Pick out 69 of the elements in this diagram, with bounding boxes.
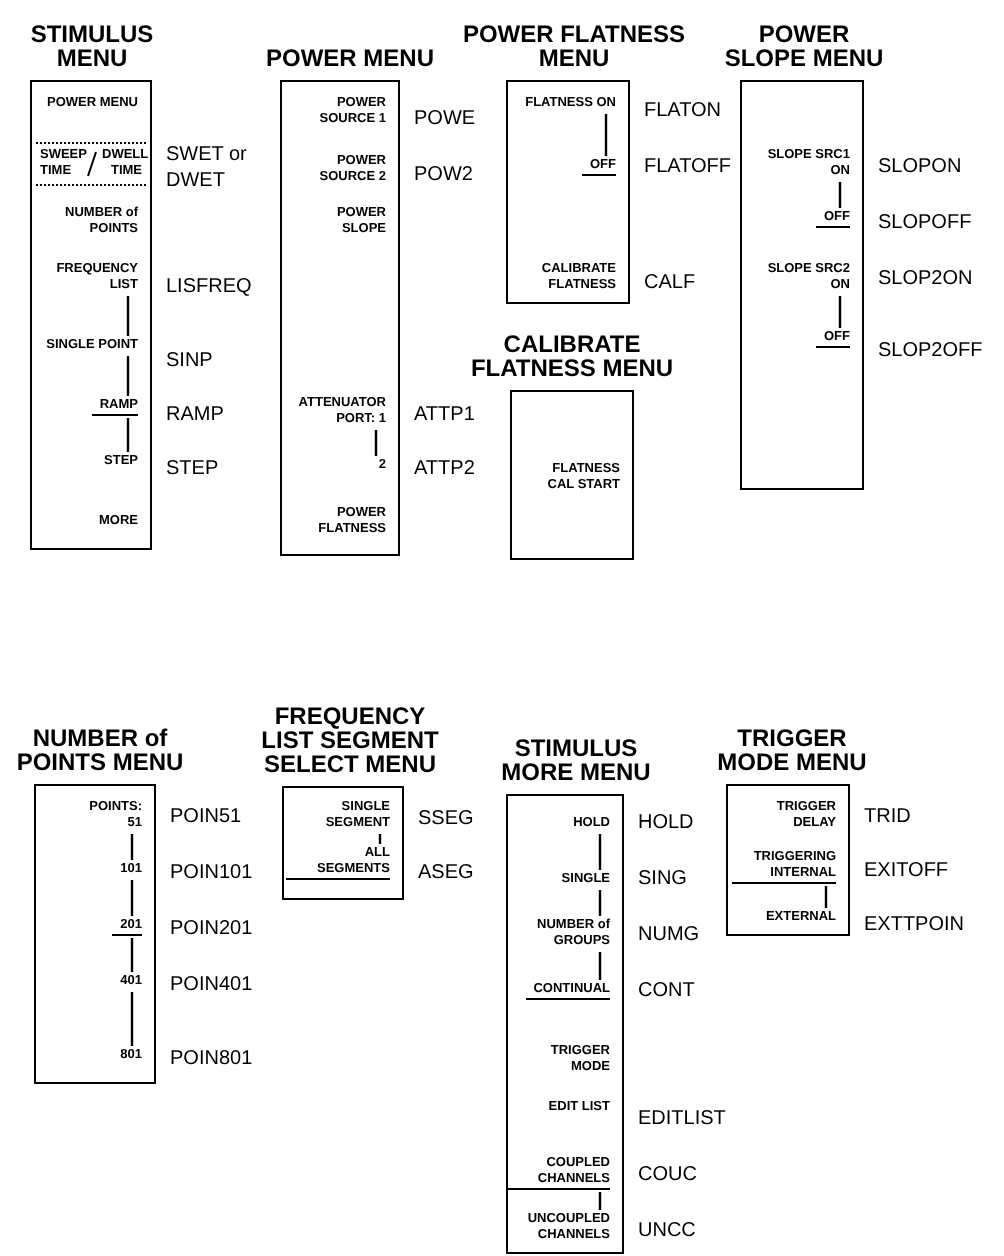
softkey-label bbox=[286, 846, 390, 880]
mnemonic: POIN401 bbox=[170, 972, 255, 998]
menu-title: POWER MENU bbox=[264, 46, 436, 70]
dotted-softkey-group bbox=[36, 142, 146, 186]
connector-line bbox=[130, 880, 134, 916]
mnemonic: SWET or DWET bbox=[166, 142, 249, 194]
mnemonic: NUMG bbox=[638, 922, 702, 948]
mnemonic: CALF bbox=[644, 270, 698, 296]
menu-title: CALIBRATE FLATNESS MENU bbox=[468, 332, 676, 380]
mnemonic: ASEG bbox=[418, 860, 476, 886]
mnemonic: COUC bbox=[638, 1162, 699, 1188]
mnemonic: CONT bbox=[638, 978, 697, 1004]
connector-line bbox=[126, 296, 130, 336]
connector-line bbox=[598, 1192, 602, 1210]
mnemonic: EXITOFF bbox=[864, 858, 951, 884]
connector-line bbox=[598, 890, 602, 916]
connector-line bbox=[598, 952, 602, 980]
menu-title: POWER SLOPE MENU bbox=[722, 22, 886, 70]
connector-line bbox=[604, 114, 608, 156]
mnemonic: POW2 bbox=[414, 162, 475, 188]
mnemonic: POIN51 bbox=[170, 804, 244, 830]
mnemonic: POIN201 bbox=[170, 916, 255, 942]
mnemonic: FLATOFF bbox=[644, 154, 734, 180]
softkey-label bbox=[91, 398, 138, 416]
mnemonic: POWE bbox=[414, 106, 478, 132]
mnemonic: SING bbox=[638, 866, 689, 892]
mnemonic: ATTP2 bbox=[414, 456, 477, 482]
menu-title: STIMULUS MORE MENU bbox=[499, 736, 653, 784]
softkey-label bbox=[816, 210, 850, 228]
connector-line bbox=[598, 834, 602, 870]
mnemonic: SLOPOFF bbox=[878, 210, 974, 236]
connector-line bbox=[824, 886, 828, 908]
mnemonic: SLOP2ON bbox=[878, 266, 975, 292]
mnemonic: SSEG bbox=[418, 806, 476, 832]
connector-line bbox=[130, 938, 134, 972]
softkey-label bbox=[816, 330, 850, 348]
mnemonic: TRID bbox=[864, 804, 913, 830]
connector-line bbox=[838, 182, 842, 208]
mnemonic: RAMP bbox=[166, 402, 226, 428]
mnemonic: SLOP2OFF bbox=[878, 338, 985, 364]
menu-title: STIMULUS MENU bbox=[28, 22, 156, 70]
connector-line bbox=[374, 430, 378, 456]
menu-title: NUMBER of POINTS MENU bbox=[14, 726, 186, 774]
mnemonic: UNCC bbox=[638, 1218, 698, 1244]
mnemonic: ATTP1 bbox=[414, 402, 477, 428]
connector-line bbox=[126, 418, 130, 452]
connector-line bbox=[838, 296, 842, 328]
connector-line bbox=[130, 992, 134, 1046]
mnemonic: FLATON bbox=[644, 98, 724, 124]
mnemonic: LISFREQ bbox=[166, 274, 254, 300]
menu-title: POWER FLATNESS MENU bbox=[460, 22, 688, 70]
softkey-label bbox=[508, 1156, 610, 1190]
mnemonic: EXTTPOIN bbox=[864, 912, 967, 938]
mnemonic: STEP bbox=[166, 456, 221, 482]
mnemonic: POIN101 bbox=[170, 860, 255, 886]
menu-title: TRIGGER MODE MENU bbox=[715, 726, 869, 774]
softkey-label bbox=[732, 850, 836, 884]
connector-line bbox=[378, 834, 382, 844]
mnemonic: EDITLIST bbox=[638, 1106, 728, 1132]
softkey-label bbox=[112, 918, 142, 936]
menu-title: FREQUENCY LIST SEGMENT SELECT MENU bbox=[259, 704, 441, 776]
mnemonic: HOLD bbox=[638, 810, 696, 836]
connector-line bbox=[126, 356, 130, 396]
softkey-label bbox=[525, 982, 610, 1000]
mnemonic: SLOPON bbox=[878, 154, 964, 180]
softkey-label bbox=[582, 158, 616, 176]
mnemonic: POIN801 bbox=[170, 1046, 255, 1072]
connector-line bbox=[130, 834, 134, 860]
mnemonic: SINP bbox=[166, 348, 215, 374]
